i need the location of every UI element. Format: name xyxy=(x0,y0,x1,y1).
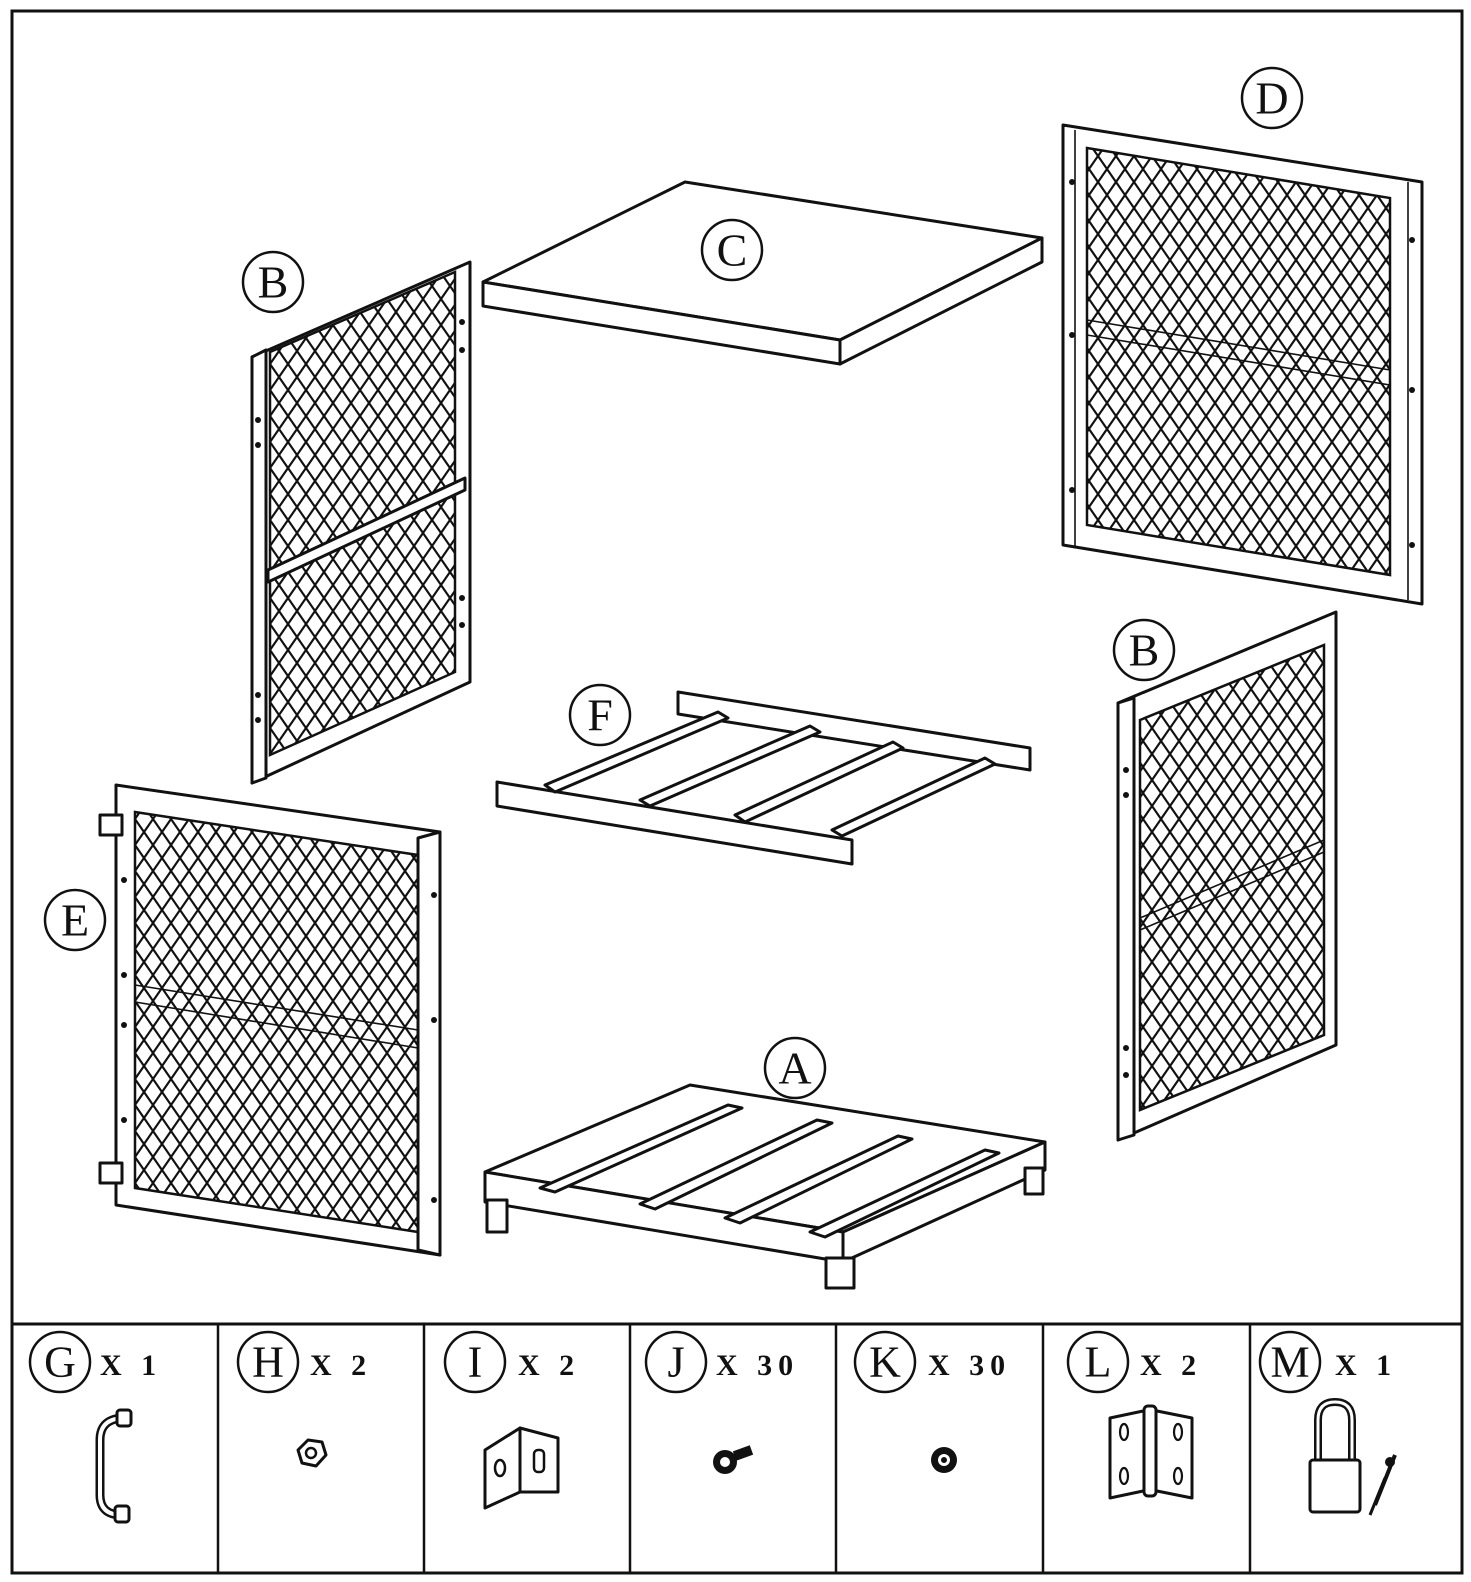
part-letter: C xyxy=(717,225,748,276)
hardware-quantity: X 2 xyxy=(518,1349,580,1382)
nut-icon xyxy=(296,1438,328,1468)
part-f-shelf-frame xyxy=(495,690,1032,866)
part-letter: B xyxy=(1129,625,1160,676)
part-a-base xyxy=(483,1083,1047,1290)
hardware-letter: H xyxy=(252,1338,284,1387)
bolt-icon xyxy=(713,1445,754,1474)
part-letter: A xyxy=(778,1043,811,1094)
hardware-quantity: X 1 xyxy=(100,1349,162,1382)
part-label-b-right: B xyxy=(1112,618,1176,682)
hardware-cell-j: J X 30 xyxy=(644,1330,799,1474)
part-letter: D xyxy=(1255,73,1288,124)
part-label-f: F xyxy=(568,683,632,747)
part-b-left-side-panel xyxy=(250,260,472,785)
hardware-quantity: X 2 xyxy=(1140,1349,1202,1382)
hardware-letter: G xyxy=(44,1338,76,1387)
hinge-icon xyxy=(1108,1404,1194,1500)
part-label-b-left: B xyxy=(241,250,305,314)
hardware-quantity: X 1 xyxy=(1335,1349,1397,1382)
hardware-cell-h: H X 2 xyxy=(236,1330,372,1468)
part-letter: F xyxy=(587,690,613,741)
hardware-letter: I xyxy=(468,1338,483,1387)
part-label-a: A xyxy=(763,1036,827,1100)
hardware-cell-m: M X 1 xyxy=(1258,1330,1397,1516)
hardware-letter: K xyxy=(869,1338,901,1387)
part-c-top-panel xyxy=(481,180,1044,366)
hardware-cell-k: K X 30 xyxy=(853,1330,1011,1473)
part-e-door-panel xyxy=(98,783,442,1257)
hardware-row: G X 1 H X 2 I X 2 xyxy=(28,1324,1397,1573)
hardware-cell-i: I X 2 xyxy=(443,1330,580,1510)
part-label-c: C xyxy=(700,218,764,282)
hardware-letter: M xyxy=(1270,1338,1309,1387)
sheet-border xyxy=(10,9,1464,1575)
part-label-d: D xyxy=(1240,66,1304,130)
hardware-letter: L xyxy=(1085,1338,1112,1387)
hardware-cell-l: L X 2 xyxy=(1066,1330,1202,1500)
hardware-quantity: X 30 xyxy=(928,1349,1011,1382)
hardware-cell-g: G X 1 xyxy=(28,1330,162,1524)
hardware-letter: J xyxy=(667,1338,684,1387)
part-letter: B xyxy=(258,257,289,308)
padlock-icon xyxy=(1308,1397,1397,1516)
angle-bracket-icon xyxy=(483,1426,560,1510)
part-letter: E xyxy=(61,895,89,946)
part-d-back-panel xyxy=(1061,123,1424,606)
lock-nut-icon xyxy=(931,1447,957,1473)
part-b-right-side-panel xyxy=(1116,610,1338,1142)
hardware-quantity: X 30 xyxy=(716,1349,799,1382)
handle-icon xyxy=(95,1408,133,1524)
part-label-e: E xyxy=(43,888,107,952)
hardware-quantity: X 2 xyxy=(310,1349,372,1382)
